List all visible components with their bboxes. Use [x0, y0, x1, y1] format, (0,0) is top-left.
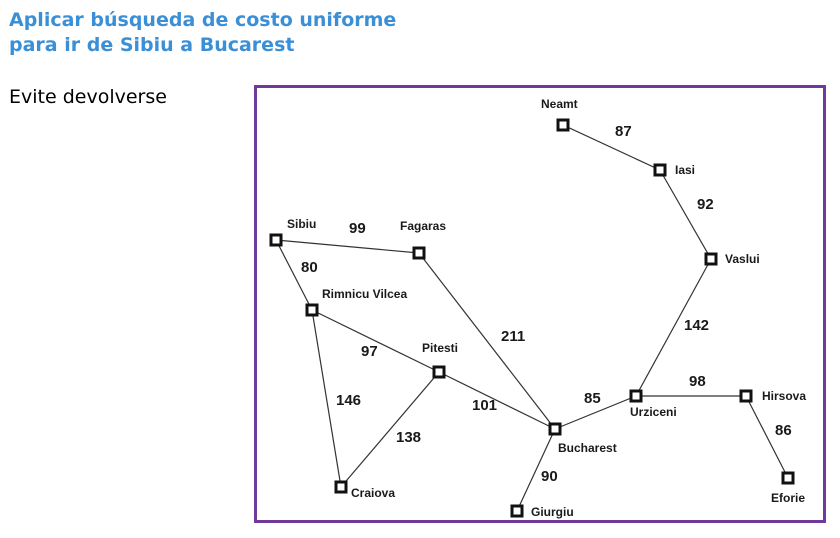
city-node-fagaras	[412, 246, 426, 260]
road-cost-pitesti-craiova: 138	[396, 429, 421, 446]
road-vaslui-urziceni	[635, 258, 712, 397]
city-node-sibiu	[269, 233, 283, 247]
subtitle: Evite devolverse	[9, 86, 167, 108]
city-node-iasi	[653, 163, 667, 177]
city-label-bucharest: Bucharest	[558, 441, 617, 455]
title-line-1: Aplicar búsqueda de costo uniforme	[9, 9, 397, 31]
city-node-rimnicu	[305, 303, 319, 317]
road-cost-sibiu-fagaras: 99	[349, 220, 366, 237]
city-label-pitesti: Pitesti	[422, 341, 458, 355]
road-pitesti-craiova	[340, 371, 440, 488]
road-cost-iasi-vaslui: 92	[697, 196, 714, 213]
city-label-vaslui: Vaslui	[725, 252, 760, 266]
romania-map-frame	[254, 85, 826, 523]
city-node-bucharest	[548, 422, 562, 436]
road-fagaras-bucharest	[418, 252, 556, 430]
city-node-giurgiu	[510, 504, 524, 518]
city-node-pitesti	[432, 365, 446, 379]
road-cost-sibiu-rimnicu: 80	[301, 259, 318, 276]
city-node-eforie	[781, 471, 795, 485]
road-rimnicu-pitesti	[311, 309, 440, 373]
road-neamt-iasi	[562, 124, 661, 171]
road-bucharest-urziceni	[554, 395, 637, 430]
road-cost-vaslui-urziceni: 142	[684, 317, 709, 334]
road-pitesti-bucharest	[438, 371, 556, 430]
road-bucharest-giurgiu	[516, 428, 556, 512]
road-sibiu-rimnicu	[275, 239, 313, 311]
city-label-neamt: Neamt	[541, 97, 578, 111]
title-line-2: para ir de Sibiu a Bucarest	[9, 34, 295, 56]
city-label-hirsova: Hirsova	[762, 389, 806, 403]
city-label-craiova: Craiova	[351, 486, 395, 500]
city-node-craiova	[334, 480, 348, 494]
road-cost-hirsova-eforie: 86	[775, 422, 792, 439]
road-cost-pitesti-bucharest: 101	[472, 397, 497, 414]
city-node-hirsova	[739, 389, 753, 403]
city-label-iasi: Iasi	[675, 163, 695, 177]
road-iasi-vaslui	[659, 169, 712, 260]
road-cost-bucharest-giurgiu: 90	[541, 468, 558, 485]
city-label-sibiu: Sibiu	[287, 217, 316, 231]
road-hirsova-eforie	[745, 395, 789, 479]
city-label-rimnicu: Rimnicu Vilcea	[322, 287, 407, 301]
city-node-urziceni	[629, 389, 643, 403]
road-cost-rimnicu-pitesti: 97	[361, 343, 378, 360]
city-label-fagaras: Fagaras	[400, 219, 446, 233]
road-cost-urziceni-hirsova: 98	[689, 373, 706, 390]
city-label-urziceni: Urziceni	[630, 405, 677, 419]
road-cost-bucharest-urziceni: 85	[584, 390, 601, 407]
city-label-giurgiu: Giurgiu	[531, 505, 574, 519]
city-node-vaslui	[704, 252, 718, 266]
title: Aplicar búsqueda de costo uniforme para …	[9, 8, 396, 58]
city-label-eforie: Eforie	[771, 491, 805, 505]
road-rimnicu-craiova	[311, 309, 342, 488]
road-sibiu-fagaras	[275, 239, 420, 254]
road-cost-rimnicu-craiova: 146	[336, 392, 361, 409]
city-node-neamt	[556, 118, 570, 132]
road-cost-fagaras-bucharest: 211	[501, 328, 525, 345]
road-cost-neamt-iasi: 87	[615, 123, 632, 140]
